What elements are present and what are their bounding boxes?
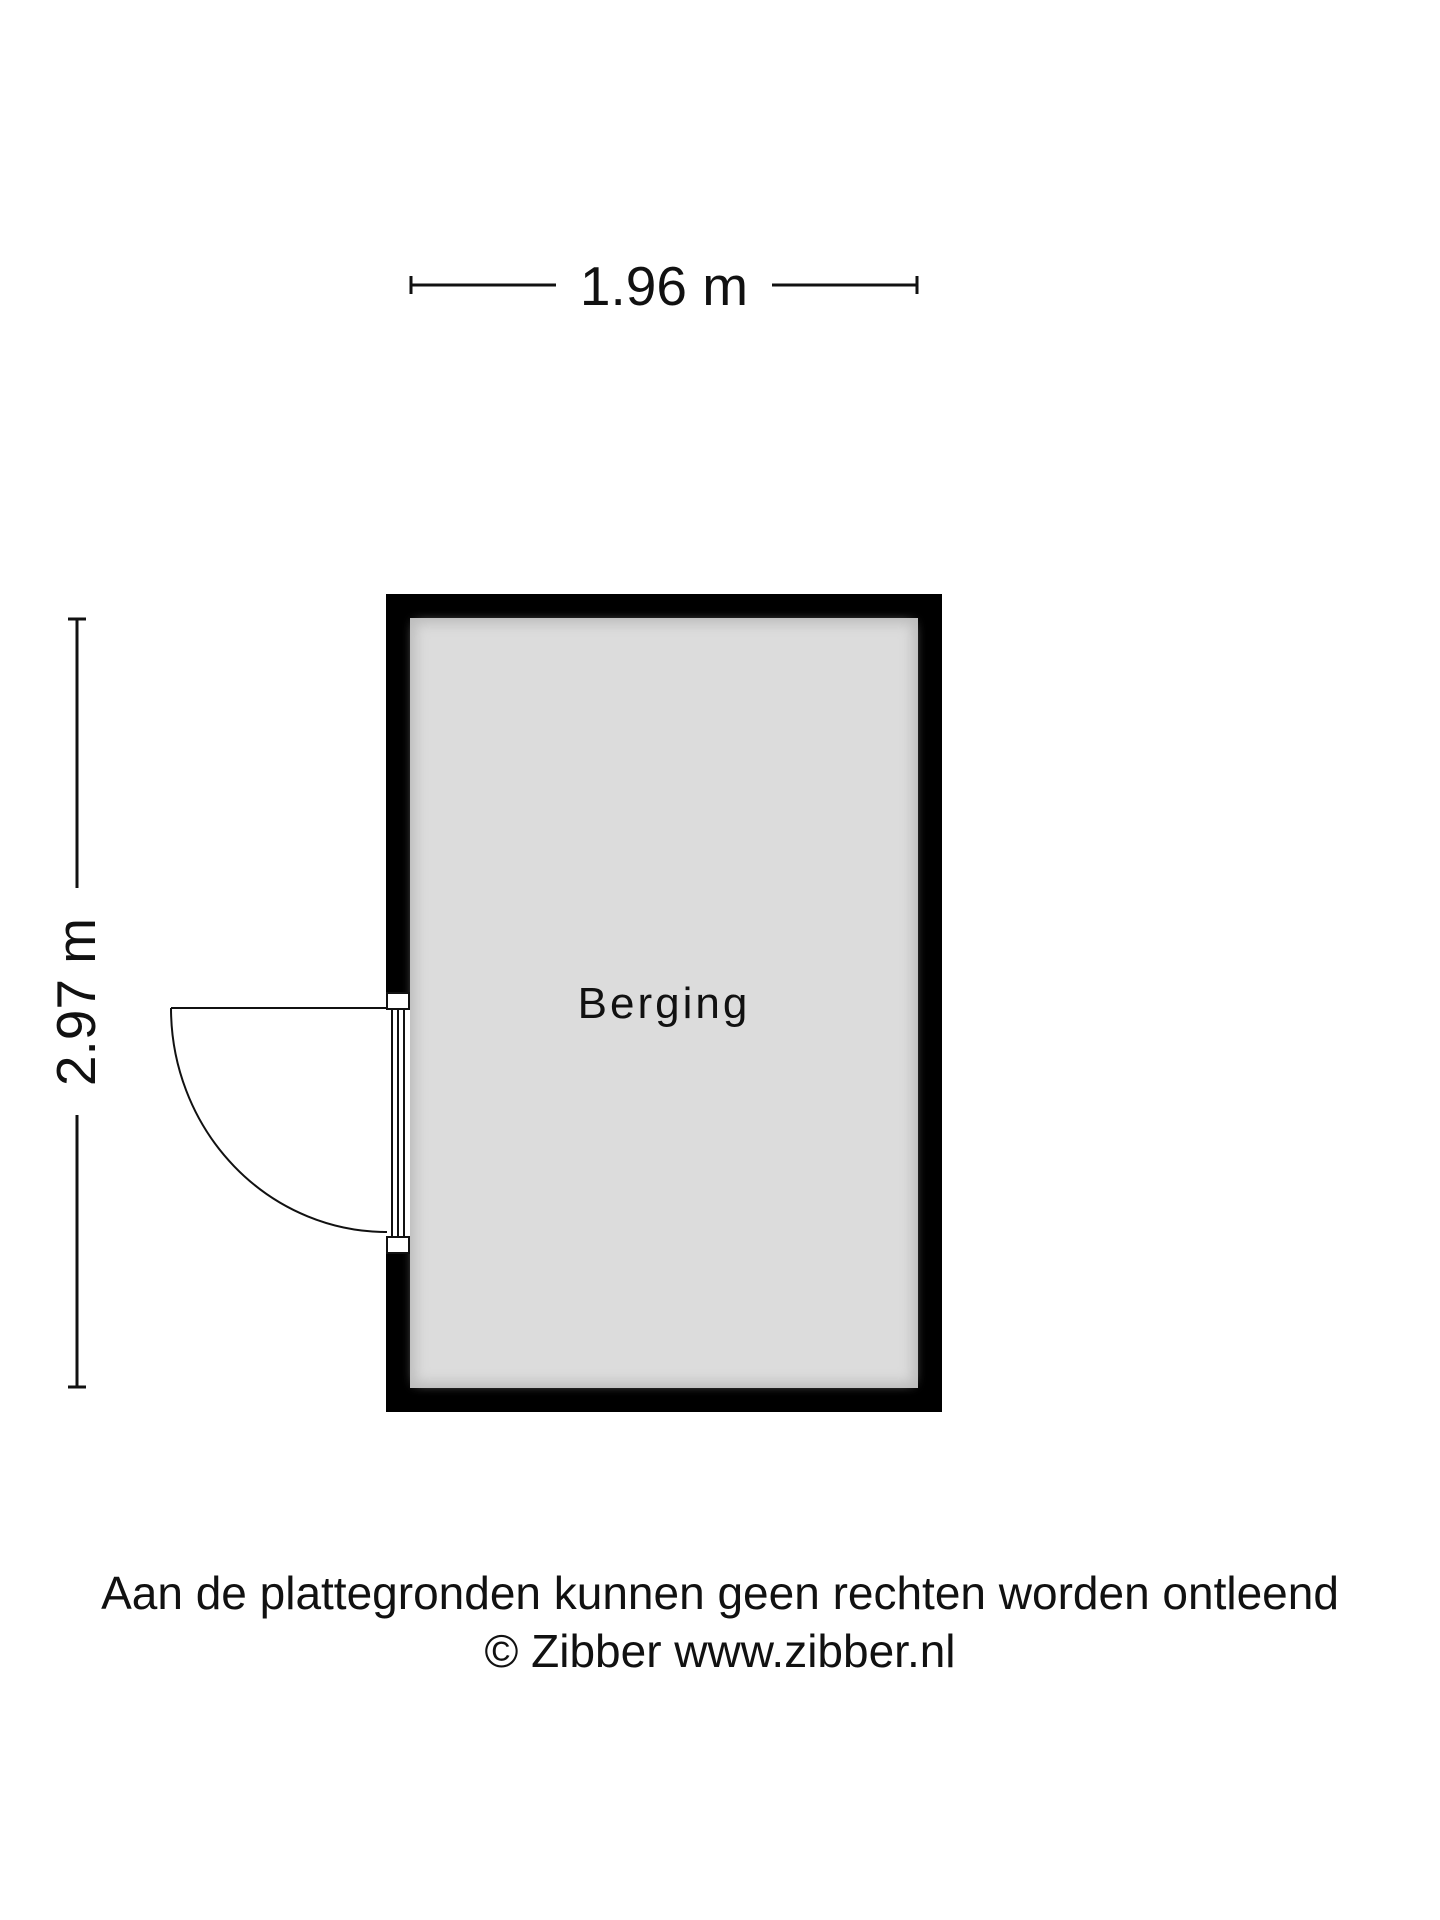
disclaimer-text: Aan de plattegronden kunnen geen rechten… — [101, 1567, 1339, 1619]
room-label: Berging — [578, 979, 751, 1028]
copyright-text: © Zibber www.zibber.nl — [484, 1625, 956, 1677]
width-dimension-label: 1.96 m — [580, 255, 748, 317]
height-dimension-label: 2.97 m — [45, 918, 107, 1086]
height-dimension-line — [68, 617, 86, 1389]
door-frame — [386, 992, 410, 1254]
door-swing — [170, 1007, 388, 1233]
width-dimension-line — [409, 276, 919, 294]
room-floor — [416, 624, 912, 1382]
